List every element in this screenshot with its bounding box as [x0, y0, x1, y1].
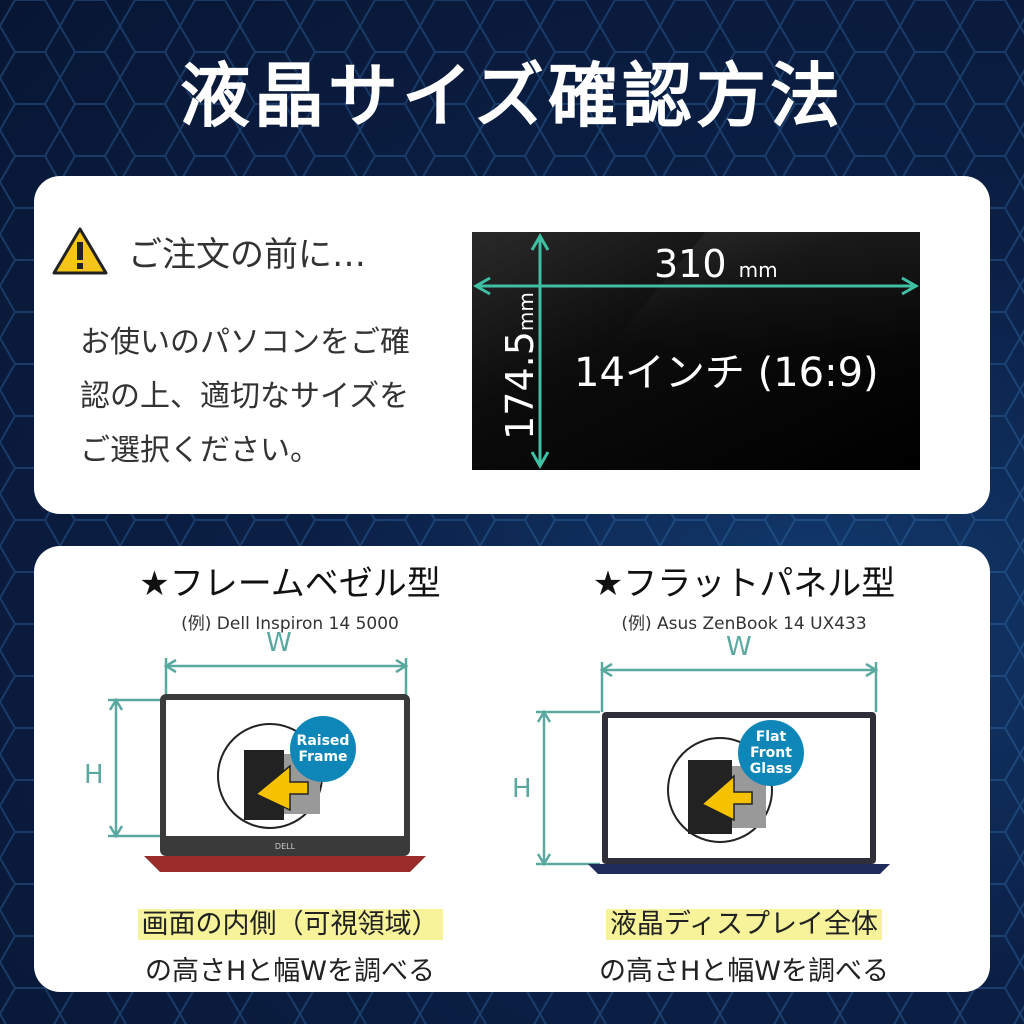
width-value: 310 — [654, 242, 727, 286]
notice-body: お使いのパソコンをご確認の上、適切なサイズをご選択ください。 — [80, 325, 410, 468]
notice-heading: ご注文の前に… — [128, 234, 366, 275]
flat-panel-title: ★フラットパネル型 — [592, 564, 896, 604]
frame-bezel-example: (例) Dell Inspiron 14 5000 — [181, 614, 399, 634]
screen-size-diagram: 310 mm 174.5mm 14インチ (16:9) — [472, 232, 920, 470]
warning-icon — [52, 227, 108, 275]
width-unit: mm — [738, 258, 778, 282]
frame-bezel-caption-rest: の高さHと幅Wを調べる — [145, 956, 435, 987]
page-title: 液晶サイズ確認方法 — [180, 55, 844, 137]
height-dimension: 174.5mm — [498, 266, 542, 466]
frame-bezel-title: ★フレームベゼル型 — [139, 564, 441, 604]
flat-panel-badge: Flat Front Glass — [738, 720, 804, 786]
screen-size-label: 14インチ (16:9) — [574, 350, 879, 396]
flat-panel-laptop — [536, 662, 890, 874]
frame-bezel-caption: 画面の内側（可視領域） の高さHと幅Wを調べる — [70, 902, 510, 988]
frame-bezel-h-label: H — [84, 760, 104, 790]
notice-panel: ご注文の前に… お使いのパソコンをご確認の上、適切なサイズをご選択ください。 3… — [34, 176, 990, 514]
width-dimension: 310 mm — [654, 242, 778, 286]
dimension-arrows — [472, 232, 920, 470]
flat-panel-caption-rest: の高さHと幅Wを調べる — [599, 956, 889, 987]
flat-panel-example: (例) Asus ZenBook 14 UX433 — [621, 614, 867, 634]
svg-text:DELL: DELL — [275, 842, 296, 851]
notice-heading-row: ご注文の前に… — [52, 226, 366, 276]
flat-panel-column: ★フラットパネル型 (例) Asus ZenBook 14 UX433 — [524, 546, 964, 634]
frame-bezel-caption-highlight: 画面の内側（可視領域） — [137, 909, 443, 940]
frame-bezel-w-label: W — [266, 628, 292, 658]
frame-bezel-badge: Raised Frame — [290, 716, 356, 782]
flat-panel-w-label: W — [726, 632, 752, 662]
types-panel: ★フレームベゼル型 (例) Dell Inspiron 14 5000 W H … — [34, 546, 990, 992]
frame-bezel-column: ★フレームベゼル型 (例) Dell Inspiron 14 5000 — [70, 546, 510, 634]
flat-panel-caption: 液晶ディスプレイ全体 の高さHと幅Wを調べる — [524, 902, 964, 988]
flat-panel-h-label: H — [512, 774, 532, 804]
height-value: 174.5 — [498, 331, 542, 440]
height-unit: mm — [514, 292, 538, 332]
flat-panel-caption-highlight: 液晶ディスプレイ全体 — [605, 909, 883, 940]
frame-bezel-laptop: DELL — [108, 658, 426, 872]
